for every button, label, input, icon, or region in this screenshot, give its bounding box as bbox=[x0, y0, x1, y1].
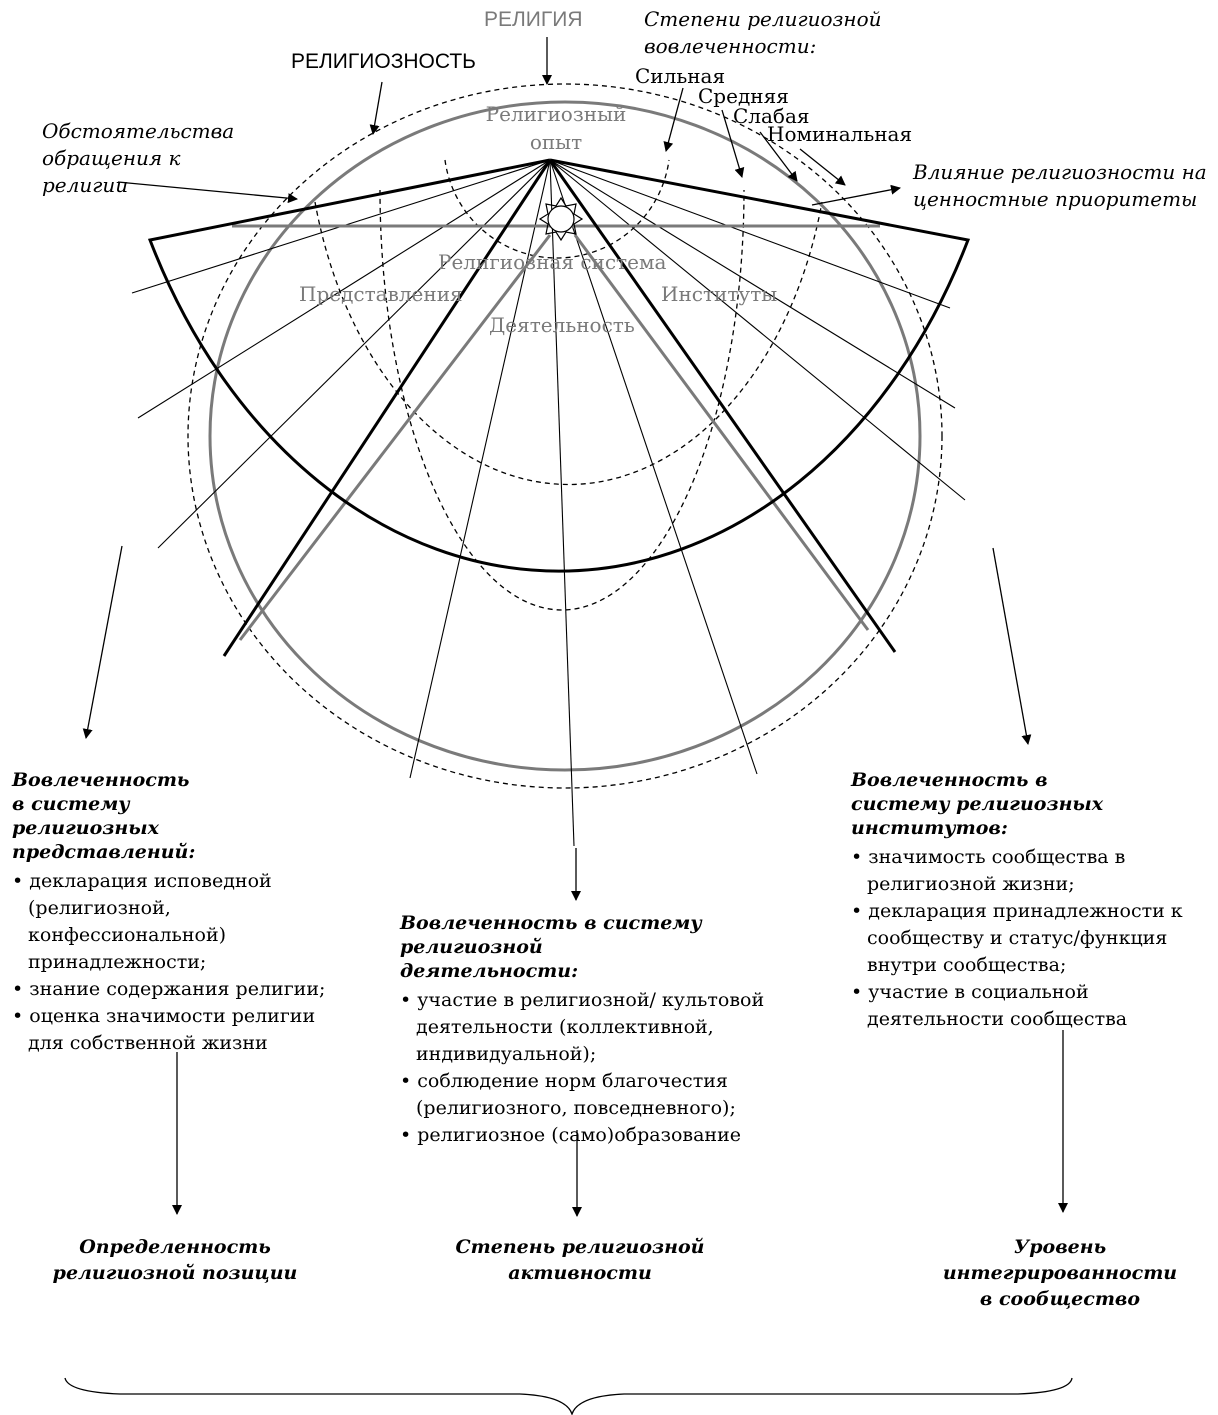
institutes-label: Институты bbox=[661, 282, 778, 306]
religion-circle bbox=[208, 100, 922, 772]
degree-weak: Слабая bbox=[733, 104, 810, 128]
institutes-block: Вовлеченность в систему религиозных инст… bbox=[851, 768, 1213, 1033]
activity-item: участие в религиозной/ культовой деятель… bbox=[400, 987, 801, 1068]
religiosity-label: РЕЛИГИОЗНОСТЬ bbox=[291, 50, 476, 73]
strong-degree-arc bbox=[444, 159, 670, 259]
black-cone-right bbox=[548, 159, 897, 653]
outcome-position: Определенность религиозной позиции bbox=[52, 1236, 298, 1284]
religiosity-outline bbox=[147, 158, 971, 573]
activity-label: Деятельность bbox=[489, 313, 635, 337]
gray-cone-left bbox=[238, 234, 552, 641]
institutes-item: декларация принадлежности к сообществу и… bbox=[851, 898, 1218, 979]
medium-degree-arc bbox=[379, 189, 745, 611]
outcome-integration: Уровень интегрированности в сообщество bbox=[942, 1236, 1178, 1310]
influence-label: Влияние религиозности на ценностные прио… bbox=[913, 160, 1207, 211]
activity-block-title: Вовлеченность в систему религиозной деят… bbox=[400, 912, 702, 982]
representations-block: Вовлеченность в систему религиозных пред… bbox=[12, 768, 352, 1057]
experience-label: Религиозный опыт bbox=[485, 102, 627, 154]
summary-brace bbox=[64, 1377, 1073, 1415]
annotation-arrows bbox=[117, 37, 901, 206]
weak-degree-arc bbox=[314, 201, 823, 486]
institutes-item: значимость сообщества в религиозной жизн… bbox=[851, 844, 1127, 898]
representations-block-title: Вовлеченность в систему религиозных пред… bbox=[12, 769, 196, 863]
block-arrows bbox=[82, 545, 1068, 1217]
outcome-activity: Степень религиозной активности bbox=[455, 1236, 705, 1284]
degree-nominal: Номинальная bbox=[767, 122, 913, 146]
activity-item: религиозное (само)образование bbox=[400, 1122, 790, 1149]
activity-block: Вовлеченность в систему религиозной деят… bbox=[400, 911, 790, 1149]
black-cone-left bbox=[222, 159, 552, 657]
representations-item: оценка значимости религии для собственно… bbox=[12, 1003, 348, 1057]
degree-strong: Сильная bbox=[635, 64, 726, 88]
representations-label: Представления bbox=[299, 282, 463, 306]
institutes-item: участие в социальной деятельности сообще… bbox=[851, 979, 1147, 1033]
institutes-block-title: Вовлеченность в систему религиозных инст… bbox=[851, 769, 1104, 839]
circumstances-label: Обстоятельства обращения к религии bbox=[42, 119, 235, 197]
religion-label: РЕЛИГИЯ bbox=[484, 8, 583, 31]
representations-item: знание содержания религии; bbox=[12, 976, 352, 1003]
degree-medium: Средняя bbox=[698, 84, 789, 108]
sun-icon bbox=[538, 196, 584, 242]
gray-cone-right bbox=[573, 234, 870, 631]
activity-item: соблюдение норм благочестия (религиозног… bbox=[400, 1068, 776, 1122]
nominal-degree-circle bbox=[187, 83, 943, 789]
system-label: Религиозная система bbox=[438, 250, 667, 274]
representations-item: декларация исповедной (религиозной, конф… bbox=[12, 868, 298, 976]
degrees-title: Степени религиозной вовлеченности: bbox=[644, 7, 882, 58]
